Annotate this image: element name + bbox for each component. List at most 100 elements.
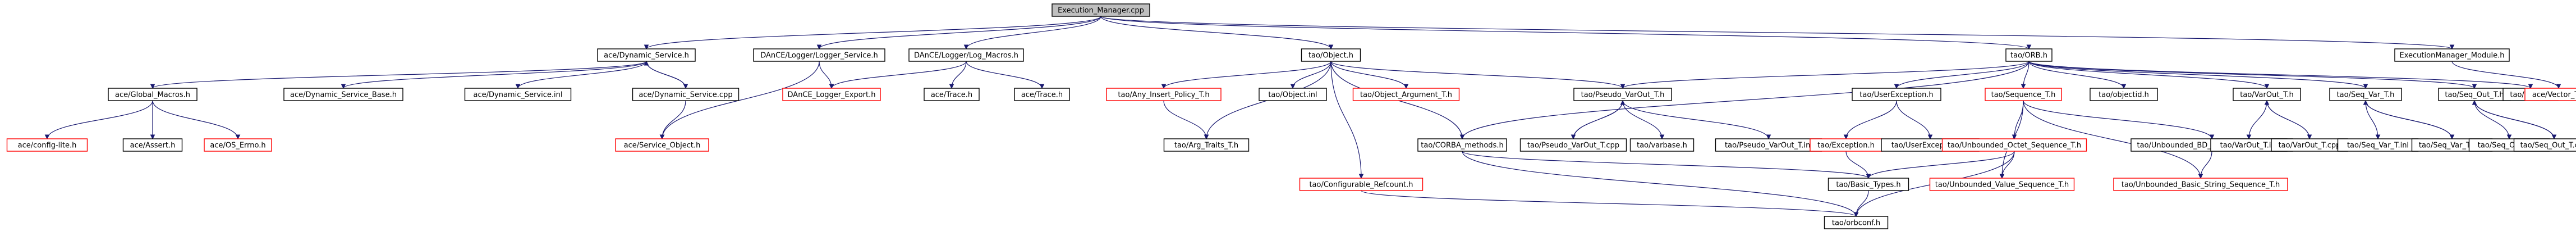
dependency-edge: [644, 16, 1101, 50]
node-dyn-service-base-h[interactable]: ace/Dynamic_Service_Base.h: [283, 88, 403, 101]
dependency-edge: [1622, 100, 1665, 140]
node-box: [108, 88, 198, 101]
node-label: ace/OS_Errno.h: [210, 142, 265, 150]
node-varbase-h[interactable]: tao/varbase.h: [1629, 138, 1695, 152]
node-seq-out-t-cpp[interactable]: tao/Seq_Out_T.cpp: [2513, 138, 2576, 152]
node-tao-object-h[interactable]: tao/Object.h: [1301, 48, 1361, 62]
node-ace-assert-h[interactable]: ace/Assert.h: [122, 138, 183, 152]
node-em-module-h[interactable]: ExecutionManager_Module.h: [2394, 48, 2510, 62]
node-pseudo-varout-h[interactable]: tao/Pseudo_VarOut_T.h: [1573, 88, 1672, 101]
node-label: ace/config-lite.h: [18, 142, 77, 150]
node-label: tao/varbase.h: [1637, 142, 1687, 150]
node-box: [2329, 88, 2402, 101]
node-box: [1106, 88, 1222, 101]
node-label: tao/Seq_Var_T.cpp: [2419, 142, 2485, 150]
node-seq-var-t-inl[interactable]: tao/Seq_Var_T.inl: [2337, 138, 2419, 152]
dependency-edge: [2012, 100, 2024, 140]
node-dyn-service-h[interactable]: ace/Dynamic_Service.h: [597, 48, 696, 62]
dependency-edge: [150, 101, 155, 140]
node-dyn-service-inl[interactable]: ace/Dynamic_Service.inl: [464, 88, 572, 101]
node-box: [2513, 138, 2576, 152]
node-box: [782, 88, 881, 101]
node-dance-logger-export-h: DAnCE_Logger_Export.h: [782, 88, 881, 101]
node-ace-trace-h1[interactable]: ace/Trace.h: [924, 88, 980, 101]
node-ace-service-object-h: ace/Service_Object.h: [615, 138, 709, 152]
node-unbounded-octet-seq-h: tao/Unbounded_Octet_Sequence_T.h: [1941, 138, 2087, 152]
node-label: tao/Unbounded_Octet_Sequence_T.h: [1948, 142, 2081, 150]
dependency-edge: [2472, 99, 2555, 139]
dependency-edge: [1100, 16, 2032, 50]
dependency-edge: [1999, 151, 2015, 179]
node-dyn-service-cpp[interactable]: ace/Dynamic_Service.cpp: [632, 88, 740, 101]
node-label: ace/Dynamic_Service.cpp: [639, 91, 732, 99]
node-basic-types-h[interactable]: tao/Basic_Types.h: [1827, 178, 1909, 191]
node-log-macros-h[interactable]: DAnCE/Logger/Log_Macros.h: [908, 48, 1024, 62]
node-label: ace/Trace.h: [931, 91, 972, 99]
dependency-edge: [2474, 100, 2512, 140]
node-box: [1519, 138, 1627, 152]
dependency-edge: [150, 61, 647, 89]
node-orbconf-h[interactable]: tao/orbconf.h: [1824, 216, 1889, 229]
node-box: [1163, 138, 1250, 152]
node-box: [6, 138, 88, 152]
node-label: tao/VarOut_T.inl: [2220, 142, 2278, 150]
node-label: tao/Pseudo_VarOut_T.h: [1581, 91, 1665, 99]
node-label: tao/ORB.h: [2010, 52, 2047, 60]
node-corba-methods-h[interactable]: tao/CORBA_methods.h: [1417, 138, 1507, 152]
node-label: tao/Unbounded_Value_Sequence_T.h: [1935, 181, 2069, 189]
node-label: tao/orbconf.h: [1832, 219, 1880, 228]
node-label: tao/Sequence_T.h: [1991, 91, 2056, 99]
node-seq-out-t-h[interactable]: tao/Seq_Out_T.h: [2438, 88, 2511, 101]
node-box: [908, 48, 1024, 62]
node-label: ace/Dynamic_Service.h: [604, 52, 689, 60]
dependency-edge: [816, 16, 1101, 50]
node-seq-var-t-h[interactable]: tao/Seq_Var_T.h: [2329, 88, 2402, 101]
node-user-exception-h[interactable]: tao/UserException.h: [1852, 88, 1941, 101]
dependency-edge: [2451, 61, 2561, 89]
node-box: [283, 88, 403, 101]
node-global-macros-h[interactable]: ace/Global_Macros.h: [108, 88, 198, 101]
dependency-edge: [2198, 151, 2212, 179]
node-varout-t-inl[interactable]: tao/VarOut_T.inl: [2210, 138, 2288, 152]
dependency-edge: [2028, 61, 2477, 89]
node-box: [1259, 88, 1327, 101]
node-em-cpp: Execution_Manager.cpp: [1051, 3, 1150, 17]
node-object-inl[interactable]: tao/Object.inl: [1259, 88, 1327, 101]
node-box: [2394, 48, 2510, 62]
node-pseudo-varout-inl[interactable]: tao/Pseudo_VarOut_T.inl: [1715, 138, 1822, 152]
node-label: tao/Any_Insert_Policy_T.h: [1118, 91, 1209, 99]
node-tao-orb-h[interactable]: tao/ORB.h: [2005, 48, 2052, 62]
node-label: DAnCE/Logger/Log_Macros.h: [914, 52, 1018, 60]
node-box: [2113, 178, 2288, 191]
node-ace-trace-h2[interactable]: ace/Trace.h: [1014, 88, 1070, 101]
dependency-edge: [1330, 61, 1364, 179]
dependency-edge: [1896, 100, 1933, 140]
dependency-edge: [2021, 61, 2029, 89]
node-logger-service-h[interactable]: DAnCE/Logger/Logger_Service.h: [753, 48, 885, 62]
dependency-edge: [1459, 61, 2029, 140]
node-arg-traits-h[interactable]: tao/Arg_Traits_T.h: [1163, 138, 1250, 152]
dependency-edge: [644, 60, 686, 89]
node-ace-vector-t-h: ace/Vector_T.h: [2524, 88, 2576, 101]
node-label: tao/Seq_Var_T.inl: [2347, 142, 2409, 150]
node-varout-t-cpp[interactable]: tao/VarOut_T.cpp: [2271, 138, 2348, 152]
node-box: [1824, 216, 1889, 229]
node-label: tao/Object.h: [1308, 52, 1353, 60]
dependency-edge: [2023, 100, 2215, 140]
dependency-edge: [2365, 100, 2381, 140]
node-pseudo-varout-cpp[interactable]: tao/Pseudo_VarOut_T.cpp: [1519, 138, 1627, 152]
node-objectid-h[interactable]: tao/objectid.h: [2090, 88, 2158, 101]
node-box: [753, 48, 885, 62]
dependency-edge: [1330, 61, 1626, 89]
node-box: [2233, 88, 2301, 101]
node-label: tao/Unbounded_Basic_String_Sequence_T.h: [2122, 181, 2280, 189]
node-ace-config-lite-h: ace/config-lite.h: [6, 138, 88, 152]
node-box: [1051, 3, 1150, 17]
node-box: [1573, 88, 1672, 101]
node-varout-t-h[interactable]: tao/VarOut_T.h: [2233, 88, 2301, 101]
node-label: DAnCE/Logger/Logger_Service.h: [760, 52, 878, 60]
node-ace-os-errno-h: ace/OS_Errno.h: [204, 138, 272, 152]
dependency-edge: [1290, 61, 1331, 89]
node-box: [204, 138, 272, 152]
